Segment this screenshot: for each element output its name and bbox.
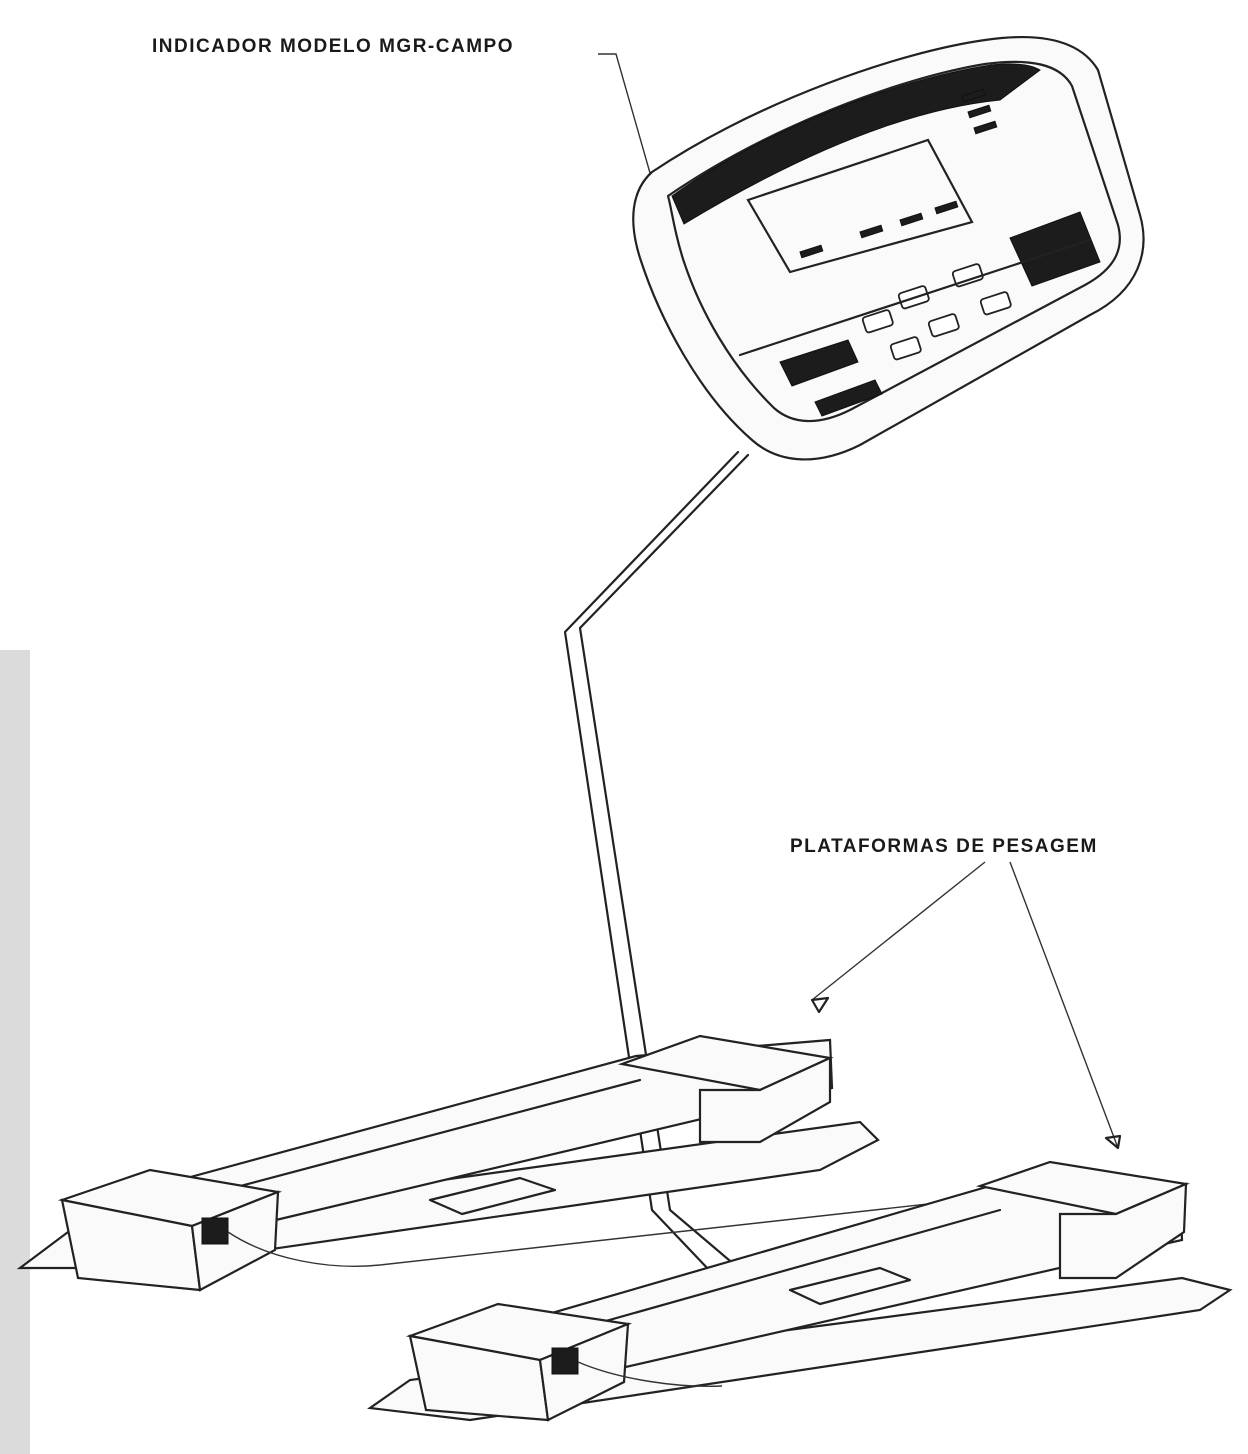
function-key-4 bbox=[889, 336, 922, 361]
right-near-block-side bbox=[538, 1322, 630, 1422]
lower-slot bbox=[814, 379, 883, 417]
indicator-leader-line bbox=[598, 53, 653, 181]
platform-leader-line-1 bbox=[811, 861, 986, 1001]
function-key-5 bbox=[927, 313, 960, 338]
platform-arrow-2 bbox=[1104, 1134, 1122, 1150]
left-platform-cable bbox=[227, 1195, 1001, 1267]
right-far-block bbox=[1058, 1182, 1188, 1280]
indicator-label: INDICADOR MODELO MGR-CAMPO bbox=[152, 36, 514, 57]
annunciator-3 bbox=[899, 212, 924, 227]
weighing-platform-right bbox=[367, 1160, 1233, 1422]
platform-leader-line-2 bbox=[1009, 861, 1119, 1149]
status-led-1 bbox=[961, 88, 986, 103]
left-connector bbox=[201, 1217, 229, 1245]
left-near-block-side bbox=[190, 1190, 280, 1292]
function-key-1 bbox=[861, 309, 894, 334]
annunciator-1 bbox=[799, 244, 824, 259]
display-window bbox=[746, 138, 974, 274]
left-handle-slot bbox=[428, 1176, 557, 1216]
annunciator-2 bbox=[859, 224, 884, 239]
status-led-2 bbox=[967, 104, 992, 119]
left-edge-shading bbox=[0, 650, 30, 1454]
function-key-3 bbox=[951, 263, 984, 288]
left-far-block bbox=[698, 1056, 832, 1144]
indicator-base-strap bbox=[738, 238, 1092, 357]
numeric-keypad bbox=[1009, 211, 1101, 287]
platform-arrow-1 bbox=[810, 996, 830, 1014]
status-led-3 bbox=[973, 120, 998, 135]
weighing-platform-left bbox=[16, 1034, 1001, 1292]
indicator-top-band bbox=[671, 63, 1041, 225]
platforms-label: PLATAFORMAS DE PESAGEM bbox=[790, 836, 1098, 857]
printer-slot bbox=[779, 339, 859, 387]
right-platform-cable bbox=[577, 1361, 723, 1387]
annunciator-4 bbox=[934, 200, 959, 215]
indicator-front-panel bbox=[666, 60, 1121, 423]
right-handle-slot bbox=[788, 1266, 912, 1306]
weighing-indicator bbox=[632, 35, 1145, 461]
function-key-6 bbox=[979, 291, 1012, 316]
right-connector bbox=[551, 1347, 579, 1375]
